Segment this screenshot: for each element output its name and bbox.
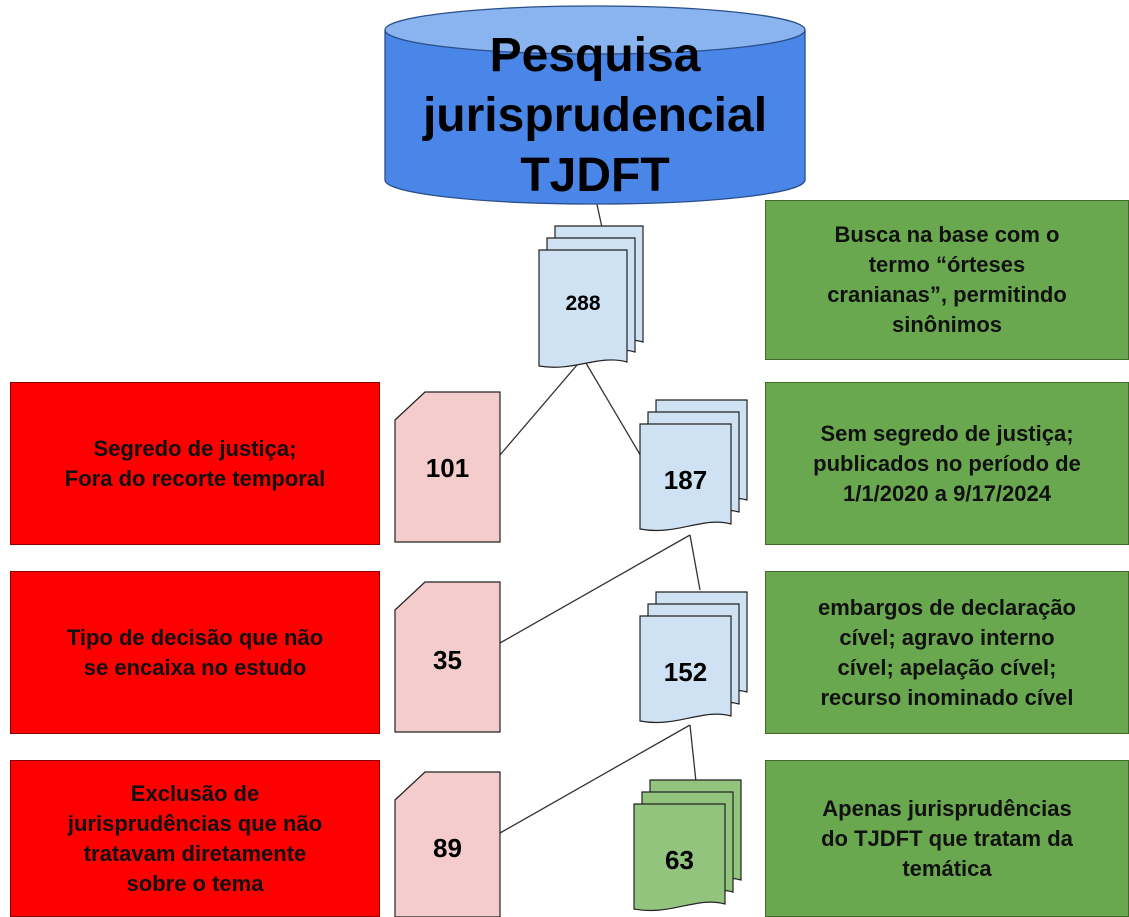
exclusion-2-line-2: se encaixa no estudo <box>83 654 307 680</box>
count-35: 35 <box>433 645 462 675</box>
document-stack-63 <box>633 779 742 911</box>
criteria-filter-1-line-3: 1/1/2020 a 9/17/2024 <box>843 480 1051 506</box>
connector-152-to-89 <box>499 724 691 834</box>
criteria-search-line-1: Busca na base com o <box>834 222 1060 247</box>
criteria-search-line-4: sinônimos <box>891 312 1002 337</box>
criteria-box-filter-2: embargos de declaração cível; agravo int… <box>765 571 1129 734</box>
exclusion-3-line-1: Exclusão de <box>130 780 260 806</box>
excluded-document-35 <box>394 581 501 733</box>
connector-288-to-101 <box>499 357 584 456</box>
count-288: 288 <box>565 292 601 315</box>
database-label-line-1: Pesquisa <box>489 29 701 82</box>
count-187: 187 <box>663 465 708 495</box>
criteria-filter-2-line-3: cível; apelação cível; <box>837 654 1057 680</box>
criteria-filter-3-line-2: do TJDFT que tratam da <box>821 825 1073 851</box>
count-89: 89 <box>433 833 462 863</box>
document-stack-187 <box>639 399 748 531</box>
criteria-search-line-2: termo “órteses <box>868 252 1026 277</box>
exclusion-3-line-3: tratavam diretamente <box>83 840 307 866</box>
criteria-filter-2-line-2: cível; agravo interno <box>839 624 1055 650</box>
exclusion-2-line-1: Tipo de decisão que não <box>66 624 324 650</box>
criteria-box-filter-1: Sem segredo de justiça; publicados no pe… <box>765 382 1129 545</box>
count-101: 101 <box>425 453 470 483</box>
criteria-filter-1-line-1: Sem segredo de justiça; <box>820 420 1074 446</box>
count-152: 152 <box>663 657 708 687</box>
connector-152-to-63 <box>689 724 697 783</box>
database-cylinder <box>384 5 806 205</box>
criteria-box-search: Busca na base com o termo “órteses crani… <box>765 200 1129 360</box>
connector-187-to-35 <box>499 534 691 644</box>
connector-288-to-187 <box>582 357 646 464</box>
connector-187-to-152 <box>689 534 701 591</box>
database-label-line-3: TJDFT <box>520 149 670 202</box>
document-stack-152 <box>639 591 748 723</box>
criteria-filter-3-line-1: Apenas jurisprudências <box>822 795 1072 821</box>
exclusion-3-line-2: jurisprudências que não <box>67 810 323 836</box>
criteria-box-filter-3: Apenas jurisprudências do TJDFT que trat… <box>765 760 1129 917</box>
exclusion-box-1: Segredo de justiça; Fora do recorte temp… <box>10 382 380 545</box>
criteria-filter-3-line-3: temática <box>902 855 992 881</box>
exclusion-box-3: Exclusão de jurisprudências que não trat… <box>10 760 380 917</box>
exclusion-box-2: Tipo de decisão que não se encaixa no es… <box>10 571 380 734</box>
criteria-filter-2-line-4: recurso inominado cível <box>820 684 1074 710</box>
database-label: Pesquisa jurisprudencial TJDFT <box>385 26 805 206</box>
exclusion-1-line-1: Segredo de justiça; <box>93 435 297 461</box>
criteria-search-line-3: cranianas”, permitindo <box>827 282 1067 307</box>
database-label-line-2: jurisprudencial <box>422 89 768 142</box>
count-63: 63 <box>665 845 694 875</box>
criteria-filter-2-line-1: embargos de declaração <box>817 594 1076 620</box>
excluded-document-89 <box>394 771 501 917</box>
criteria-filter-1-line-2: publicados no período de <box>813 450 1081 476</box>
exclusion-3-line-4: sobre o tema <box>126 870 264 896</box>
document-stack-288 <box>538 225 644 368</box>
exclusion-1-line-2: Fora do recorte temporal <box>64 465 326 491</box>
excluded-document-101 <box>394 391 501 543</box>
